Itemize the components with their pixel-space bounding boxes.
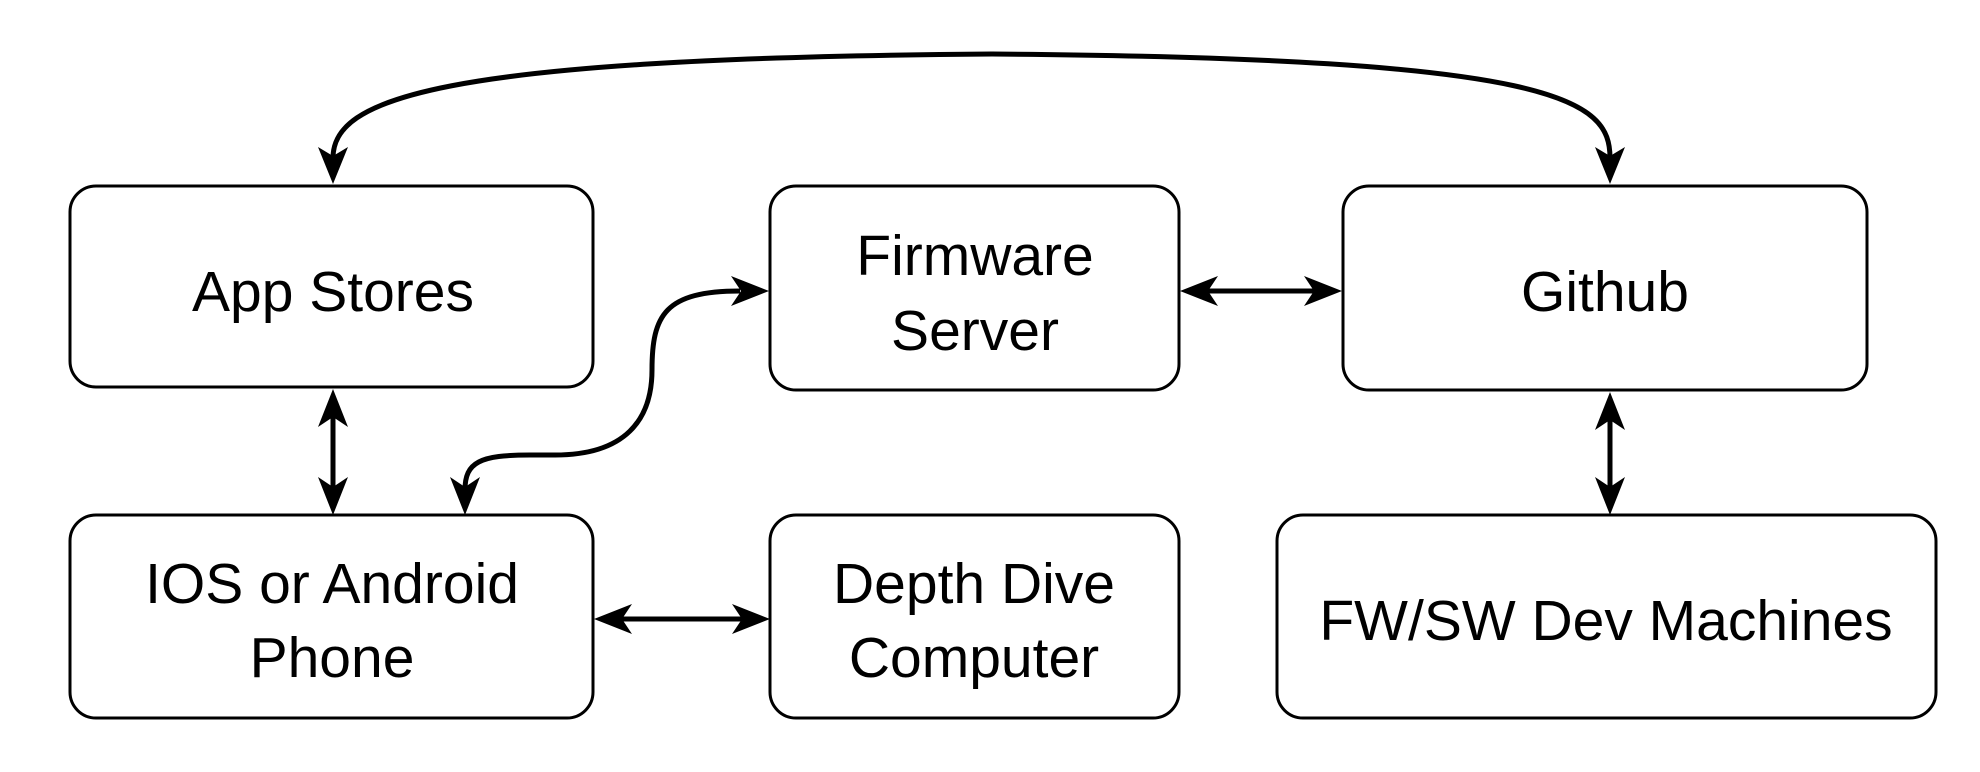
arrow-head <box>732 604 770 634</box>
edge-line <box>462 288 741 491</box>
edge-app-stores-github <box>318 51 1625 184</box>
edge-github-dev-machines <box>1595 392 1625 515</box>
node-label: FW/SW Dev Machines <box>1319 589 1892 653</box>
node-box <box>768 513 1181 720</box>
arrow-head <box>1595 392 1625 430</box>
node-firmware-server: Firmware Server <box>768 184 1181 392</box>
node-github: Github <box>1341 184 1869 392</box>
edge-phone-depth-dive <box>594 604 770 634</box>
edge-firmware-server-github <box>1180 276 1342 306</box>
node-label-line-2: Phone <box>250 626 415 690</box>
arrow-head <box>1595 147 1625 184</box>
node-depth-dive-computer: Depth Dive Computer <box>768 513 1181 720</box>
arrow-head <box>1180 276 1218 306</box>
node-box <box>1341 184 1869 392</box>
node-label-line-2: Server <box>891 299 1059 363</box>
node-box <box>768 184 1181 392</box>
arrow-head <box>1304 276 1342 306</box>
node-label-line-2: Computer <box>849 626 1099 690</box>
arrow-head <box>731 276 769 306</box>
arrow-head <box>450 477 480 515</box>
edge-phone-firmware-server <box>450 276 769 515</box>
node-box <box>1275 513 1938 720</box>
node-phone: IOS or Android Phone <box>68 513 595 720</box>
node-dev-machines: FW/SW Dev Machines <box>1275 513 1938 720</box>
node-label: App Stores <box>192 260 474 324</box>
node-label: Github <box>1521 260 1689 324</box>
node-box <box>68 513 595 720</box>
arrow-head <box>1595 477 1625 515</box>
node-label-line-1: Firmware <box>856 224 1094 288</box>
nodes: App Stores Firmware Server Github IOS or… <box>68 184 1938 720</box>
edge-line <box>330 51 1613 159</box>
arrow-head <box>594 604 632 634</box>
node-label-line-1: Depth Dive <box>833 552 1115 616</box>
edge-app-stores-phone <box>318 389 348 515</box>
arrow-head <box>318 389 348 427</box>
arrow-head <box>318 477 348 515</box>
node-app-stores: App Stores <box>68 184 595 389</box>
node-label-line-1: IOS or Android <box>145 552 519 616</box>
node-box <box>68 184 595 389</box>
arrow-head <box>318 147 348 184</box>
edges <box>318 51 1625 634</box>
